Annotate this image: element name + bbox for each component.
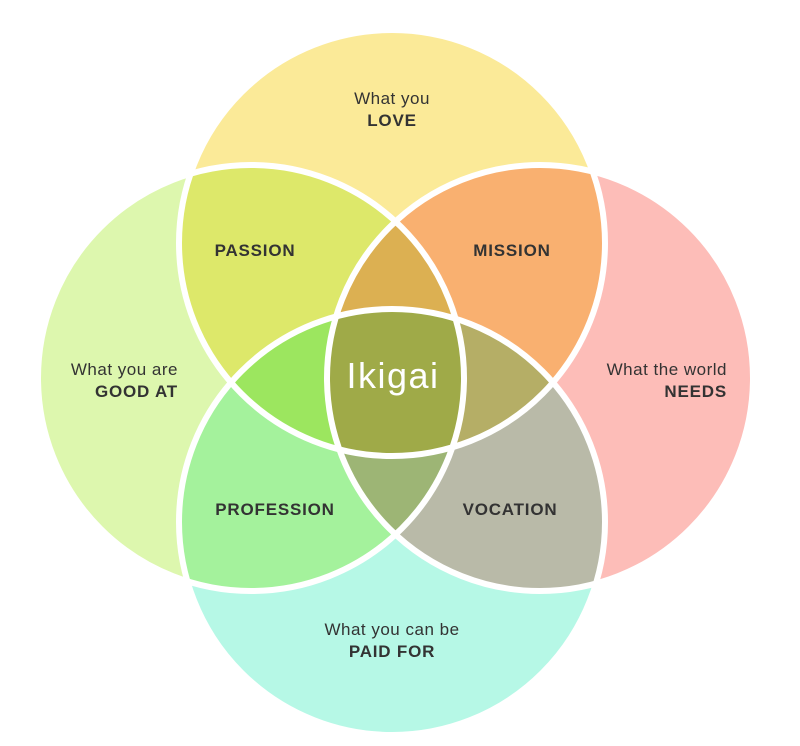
paid-for-label-line2: PAID FOR xyxy=(349,642,435,661)
love-label-line1: What you xyxy=(354,89,430,108)
profession-label: PROFESSION xyxy=(215,500,334,519)
ikigai-label: Ikigai xyxy=(346,355,439,396)
good-at-label-line2: GOOD AT xyxy=(95,382,178,401)
region-good-needs-paid xyxy=(327,309,464,591)
vocation-label: VOCATION xyxy=(463,500,558,519)
outline-needs xyxy=(324,162,756,594)
region-love-needs-paid xyxy=(327,309,605,456)
outline-good-at xyxy=(35,162,467,594)
love-label-line2: LOVE xyxy=(367,111,417,130)
outline-love xyxy=(176,27,608,459)
mission-label: MISSION xyxy=(473,241,550,260)
needs-label-line1: What the world xyxy=(607,360,727,379)
passion-label: PASSION xyxy=(215,241,296,260)
region-love-good-paid xyxy=(179,309,464,456)
good-at-label-line1: What you are xyxy=(71,360,178,379)
outline-paid-for xyxy=(176,306,608,738)
paid-for-label-line1: What you can be xyxy=(324,620,459,639)
needs-label-line2: NEEDS xyxy=(664,382,727,401)
